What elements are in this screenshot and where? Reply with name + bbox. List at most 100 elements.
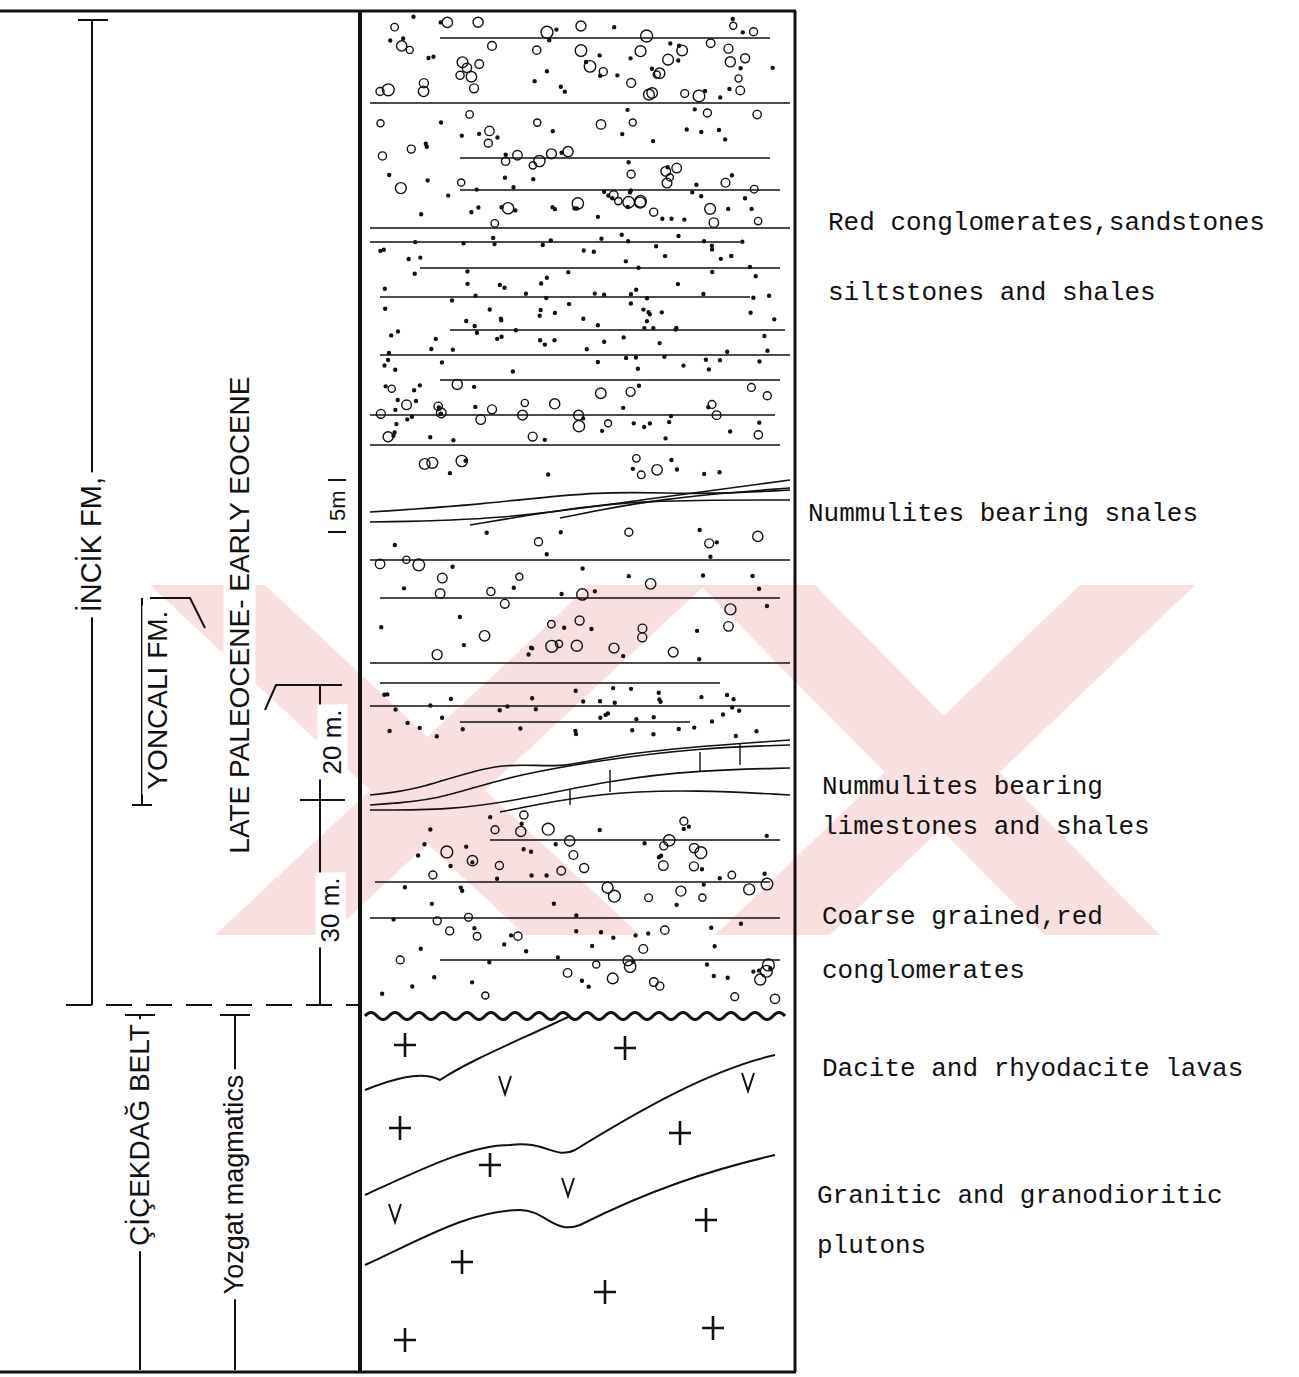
pebble	[735, 75, 742, 82]
sand-dot	[658, 342, 661, 345]
pebble	[627, 79, 636, 88]
pebble	[433, 917, 441, 925]
sand-dot	[393, 431, 396, 434]
pebble	[624, 961, 635, 972]
sand-dot	[555, 28, 558, 31]
sand-dot	[396, 330, 399, 333]
sand-dot	[413, 389, 416, 392]
sand-dot	[724, 138, 727, 141]
sand-dot	[755, 730, 758, 733]
granite-symbol	[702, 1316, 724, 1340]
sand-dot	[695, 183, 698, 186]
bedding-line	[380, 354, 790, 356]
sand-dot	[575, 930, 578, 933]
sand-dot	[389, 39, 392, 42]
bedding-line	[440, 379, 780, 381]
bracket-tick	[125, 1014, 155, 1016]
sand-dot	[591, 944, 594, 947]
granite-symbol	[614, 1036, 636, 1060]
sand-dot	[701, 574, 704, 577]
sand-dot	[587, 985, 590, 988]
sand-dot	[429, 828, 432, 831]
bedding-line	[450, 329, 785, 331]
sand-dot	[514, 329, 517, 332]
frame	[0, 11, 796, 1372]
sand-dot	[560, 593, 563, 596]
pebble	[721, 178, 730, 187]
sand-dot	[712, 974, 715, 977]
pebble	[626, 387, 635, 396]
sand-dot	[612, 936, 615, 939]
sand-dot	[549, 239, 552, 242]
pebble	[731, 993, 739, 1001]
pebble	[689, 843, 698, 852]
pebble	[457, 57, 468, 68]
sand-dot	[645, 297, 648, 300]
pebble	[419, 459, 430, 470]
sand-dot	[461, 889, 464, 892]
pebble	[653, 71, 660, 78]
sand-dot	[427, 57, 430, 60]
sand-dot	[449, 697, 452, 700]
pebble	[513, 150, 522, 159]
sand-dot	[402, 587, 405, 590]
pebble	[548, 620, 556, 628]
pebble	[728, 871, 736, 879]
pebble	[438, 573, 448, 583]
pebble	[378, 152, 386, 160]
bedding-line	[460, 721, 690, 723]
pebble	[605, 420, 612, 427]
pebble	[475, 60, 484, 69]
contact	[365, 1155, 775, 1265]
sand-dot	[691, 191, 694, 194]
sand-dot	[545, 70, 548, 73]
pebble	[635, 46, 646, 57]
watermark	[150, 585, 1195, 935]
brackets	[66, 20, 358, 1370]
pebble	[705, 539, 714, 548]
pebble	[546, 149, 556, 159]
pebble	[376, 409, 385, 418]
pebble	[407, 145, 415, 153]
lithology-note: Granitic and granodioritic plutons	[817, 1171, 1265, 1271]
pebble	[730, 22, 737, 29]
sand-dot	[603, 190, 606, 193]
pebble	[754, 217, 761, 224]
sand-dot	[718, 359, 721, 362]
sand-dot	[390, 334, 393, 337]
pebble	[693, 90, 705, 102]
sand-dot	[384, 385, 387, 388]
sand-dot	[702, 292, 705, 295]
sand-dot	[440, 361, 443, 364]
granite-symbol	[394, 1033, 416, 1057]
sand-dot	[533, 80, 536, 83]
sand-dot	[396, 399, 399, 402]
sand-dot	[730, 255, 733, 258]
sand-dot	[511, 370, 514, 373]
sand-dot	[426, 179, 429, 182]
sand-dot	[682, 364, 685, 367]
pebble	[750, 28, 758, 36]
pebble	[699, 894, 706, 901]
pebble	[599, 68, 607, 76]
sand-dot	[575, 733, 578, 736]
sand-dot	[624, 260, 627, 263]
sand-dot	[406, 418, 409, 421]
sand-dot	[728, 88, 731, 91]
pebble	[596, 388, 607, 399]
sand-dot	[496, 337, 499, 340]
sand-dot	[543, 343, 546, 346]
pebble	[533, 46, 541, 54]
pebble	[680, 817, 688, 825]
lens-line	[370, 768, 790, 810]
pebble	[456, 71, 464, 79]
sand-dot	[748, 265, 751, 268]
scale-tick	[300, 799, 345, 801]
sand-dot	[698, 658, 701, 661]
sand-dot	[451, 299, 454, 302]
pebble	[638, 633, 647, 642]
sand-dot	[739, 67, 742, 70]
sand-dot	[750, 207, 753, 210]
granite-symbol	[669, 1121, 691, 1145]
pebble	[441, 846, 453, 858]
